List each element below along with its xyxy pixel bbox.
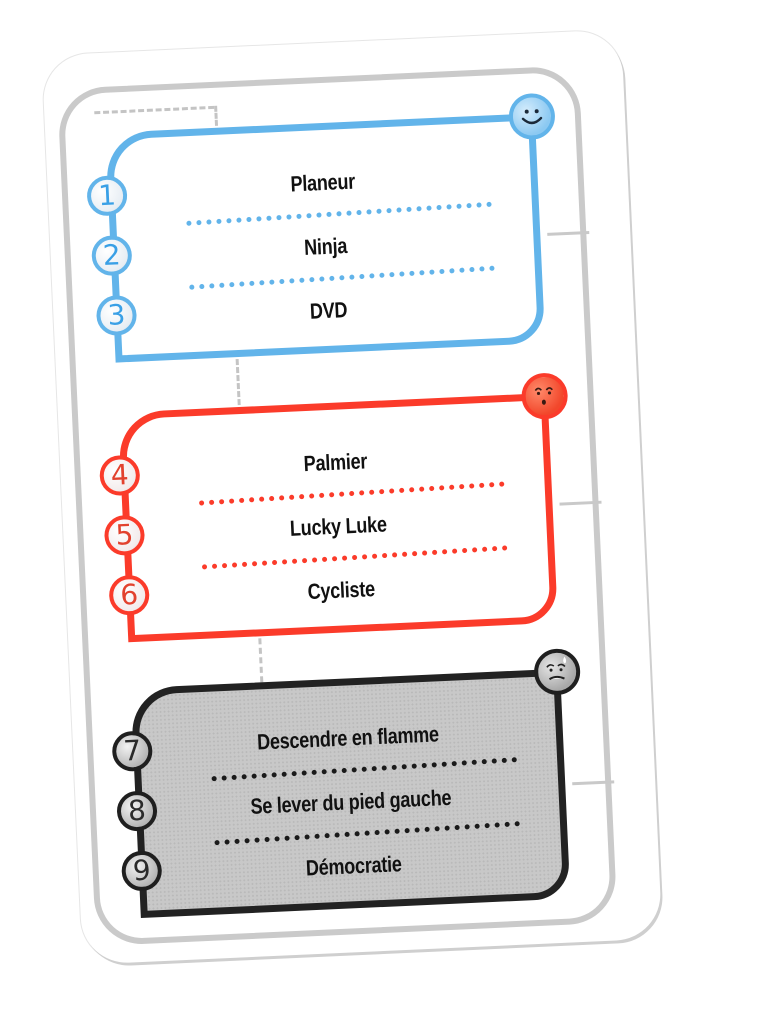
number-badge: 1 <box>86 174 128 217</box>
number-badge: 8 <box>116 790 158 832</box>
word-5: Lucky Luke <box>289 511 388 541</box>
word-9: Démocratie <box>305 851 403 881</box>
number-badge: 2 <box>90 234 133 277</box>
word-4: Palmier <box>303 448 368 477</box>
number-badge: 6 <box>108 574 151 617</box>
word-6: Cycliste <box>307 576 376 605</box>
word-8: Se lever du pied gauche <box>249 784 452 819</box>
game-card: 1 2 3 Planeur Ninja DVD 4 5 6 Palmier Lu… <box>41 29 663 965</box>
dotted-separator <box>211 757 518 782</box>
dotted-separator <box>201 545 508 570</box>
word-1: Planeur <box>289 168 356 197</box>
word-7: Descendre en flamme <box>256 721 440 755</box>
happy-face-icon <box>507 92 556 141</box>
number-badge: 4 <box>98 454 141 497</box>
number-badge: 7 <box>111 730 154 773</box>
dotted-separator <box>186 201 492 226</box>
number-badge: 9 <box>120 850 163 892</box>
section-hard: 7 8 9 Descendre en flamme Se lever du pi… <box>111 647 582 919</box>
section-easy: 1 2 3 Planeur Ninja DVD <box>86 92 556 363</box>
word-2: Ninja <box>303 232 348 260</box>
number-badge: 5 <box>103 514 146 557</box>
dotted-separator <box>198 481 505 506</box>
number-badge: 3 <box>95 294 138 337</box>
worried-face-icon <box>533 647 582 696</box>
word-3: DVD <box>309 297 348 324</box>
dotted-separator <box>214 821 521 846</box>
surprised-face-icon <box>520 372 569 421</box>
section-medium: 4 5 6 Palmier Lucky Luke Cycliste <box>98 372 569 643</box>
dotted-separator <box>189 265 495 290</box>
